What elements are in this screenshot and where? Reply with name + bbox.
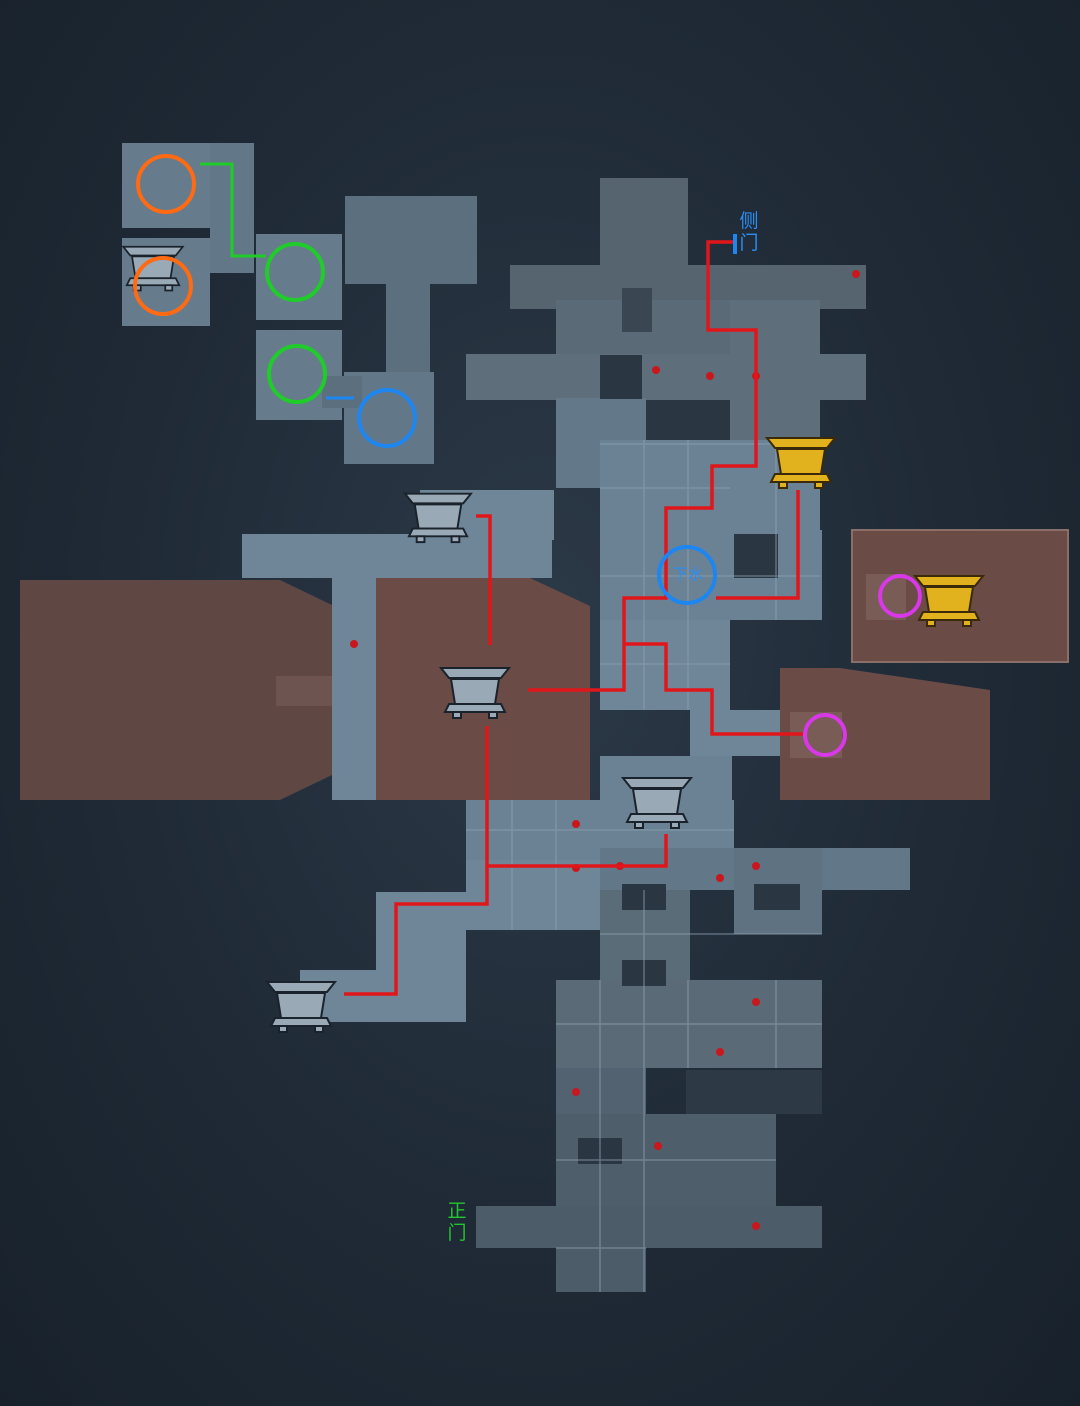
room (300, 970, 466, 1022)
main-gate-char-2: 门 (447, 1222, 467, 1244)
side-gate-char-2: 门 (739, 232, 759, 254)
circle-marker-icon[interactable] (265, 242, 325, 302)
route-gold-chest (716, 490, 800, 600)
route-east-hall (624, 642, 806, 736)
trap-dot-icon (652, 366, 660, 374)
trap-dot-icon (572, 820, 580, 828)
route-side-gate (528, 240, 758, 692)
hole (686, 1070, 822, 1114)
room (256, 234, 342, 320)
side-gate-label: 侧 门 (738, 210, 760, 254)
circle-marker-icon[interactable] (133, 256, 193, 316)
hall-east-lower (780, 668, 990, 800)
corridor (322, 376, 362, 408)
hole (600, 355, 642, 399)
room (600, 178, 688, 268)
hole (754, 884, 800, 910)
trap-dot-icon (572, 1088, 580, 1096)
trap-dot-icon (852, 270, 860, 278)
trap-dot-icon (350, 640, 358, 648)
route-red (344, 240, 806, 996)
trap-dot-icon (752, 1222, 760, 1230)
trap-dot-icon (706, 372, 714, 380)
main-gate-label: 正 门 (446, 1200, 468, 1244)
corridor (332, 534, 376, 800)
corridor (345, 196, 477, 284)
trap-dot-icon (716, 874, 724, 882)
circle-marker-icon[interactable] (357, 388, 417, 448)
side-gate-char-1: 侧 (739, 210, 759, 232)
room (730, 300, 820, 440)
go-down-label: 下水 (672, 565, 703, 583)
room (600, 530, 822, 620)
hole (646, 400, 730, 440)
connector-green (200, 162, 266, 258)
corridor (242, 534, 552, 578)
main-gate-char-1: 正 (447, 1200, 467, 1222)
circle-markers (133, 154, 922, 757)
great-hall-west (20, 580, 332, 800)
trap-dot-icon (654, 1142, 662, 1150)
map-rooms (20, 143, 1069, 1292)
route-north-chest (476, 514, 492, 645)
hole (622, 288, 652, 332)
route-south (485, 726, 668, 868)
route-southwest (344, 866, 489, 996)
hole (734, 534, 778, 578)
stair (276, 676, 332, 706)
trap-dot-icon (716, 1048, 724, 1056)
circle-marker-icon[interactable] (803, 713, 847, 757)
circle-marker-icon[interactable] (267, 344, 327, 404)
circle-marker-icon[interactable] (878, 574, 922, 618)
room (476, 1206, 822, 1248)
room (556, 1068, 646, 1114)
trap-dot-icon (752, 998, 760, 1006)
trap-dot-icon (752, 862, 760, 870)
circle-marker-icon[interactable] (136, 154, 196, 214)
circle-marker-icon[interactable] (657, 545, 717, 605)
